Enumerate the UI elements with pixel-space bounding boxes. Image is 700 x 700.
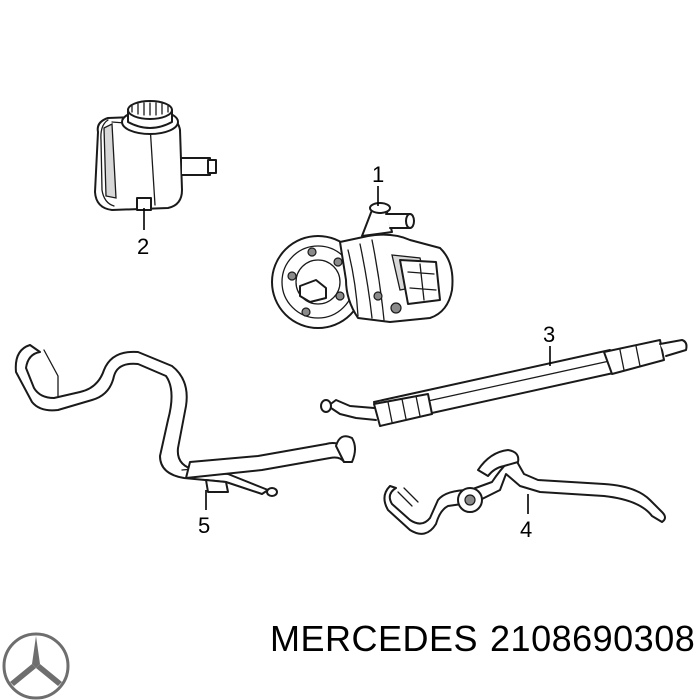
brand-name: MERCEDES bbox=[270, 618, 479, 659]
suction-hose-part bbox=[383, 449, 666, 535]
callout-4: 4 bbox=[520, 517, 532, 542]
callout-2: 2 bbox=[137, 234, 149, 259]
reservoir-part bbox=[94, 100, 217, 211]
part-number: 2108690308 bbox=[490, 618, 696, 659]
callout-1: 1 bbox=[372, 162, 384, 187]
part-caption: MERCEDES 2108690308 bbox=[270, 618, 700, 660]
callout-5: 5 bbox=[198, 513, 210, 538]
pressure-hose-part bbox=[320, 339, 688, 427]
mercedes-star-icon bbox=[2, 632, 70, 700]
callout-3: 3 bbox=[543, 322, 555, 347]
steering-pump-part bbox=[271, 202, 454, 329]
return-line-part bbox=[14, 344, 356, 497]
